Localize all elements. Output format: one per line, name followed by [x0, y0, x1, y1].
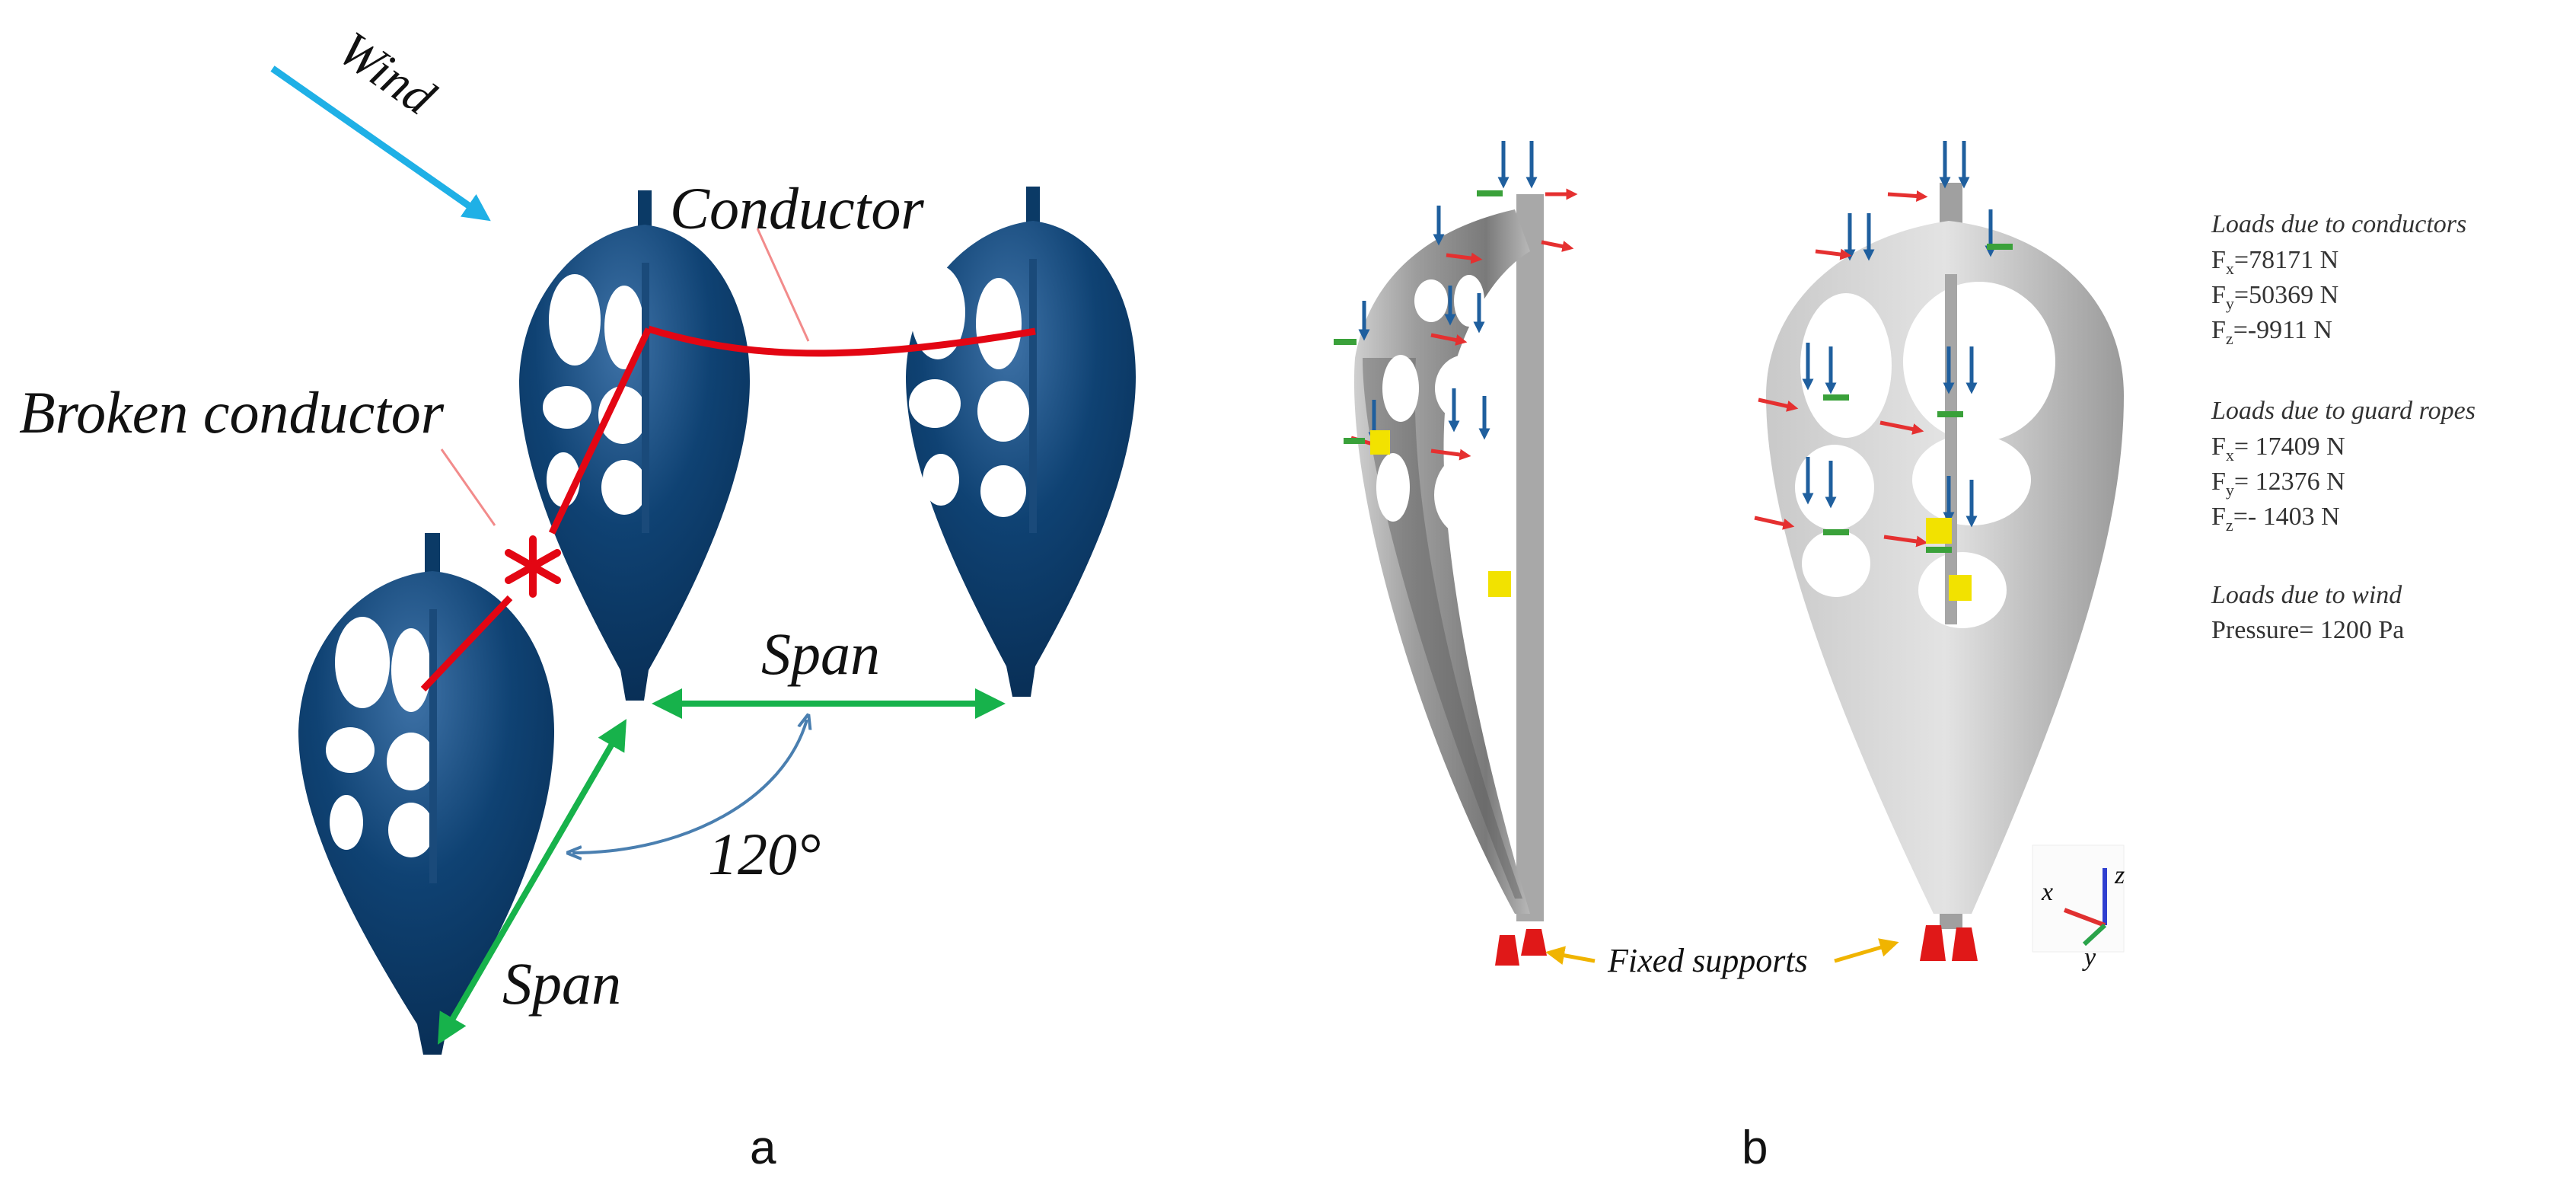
caption-a: a: [750, 1122, 776, 1174]
loads-conductors-fx: Fx=78171 N: [2211, 246, 2338, 278]
fixed-support-arrow-left: [1545, 946, 1596, 965]
span-label-top: Span: [761, 621, 880, 687]
conductor-label: Conductor: [670, 175, 924, 241]
conductor-leader: [756, 228, 810, 342]
tower-right: [906, 187, 1136, 697]
fixed-supports-label: Fixed supports: [1607, 942, 1808, 979]
axis-triad: z x y: [2032, 844, 2125, 972]
break-asterisk: [505, 535, 561, 598]
loads-wind-pressure: Pressure= 1200 Pa: [2211, 616, 2404, 644]
wind-label: Wind: [328, 21, 445, 126]
axis-x-label: x: [2041, 878, 2053, 906]
loads-conductors-fy: Fy=50369 N: [2211, 281, 2338, 313]
loads-guard-ropes-fz: Fz=- 1403 N: [2211, 503, 2340, 535]
panel-a: Wind: [19, 21, 1136, 1174]
angle-arc: [572, 720, 807, 853]
fea-model-front: [1754, 141, 2124, 961]
panel-b: Fixed supports z x y Loads due to conduc…: [1334, 141, 2476, 1174]
loads-conductors-title: Loads due to conductors: [2211, 210, 2466, 238]
loads-guard-ropes-title: Loads due to guard ropes: [2211, 397, 2476, 425]
conductor-line: [647, 325, 1036, 357]
angle-label: 120°: [708, 821, 821, 887]
loads-guard-ropes-fx: Fx= 17409 N: [2211, 433, 2345, 465]
caption-b: b: [1742, 1122, 1768, 1174]
fixed-support-arrow-right: [1834, 938, 1899, 963]
broken-conductor-line: [420, 327, 652, 692]
wind-arrow: [270, 65, 491, 222]
broken-conductor-leader: [440, 449, 496, 526]
fea-model-side: [1334, 141, 1578, 966]
axis-z-label: z: [2114, 861, 2125, 889]
axis-y-label: y: [2082, 943, 2096, 972]
span-label-bottom: Span: [502, 950, 621, 1017]
loads-conductors-fz: Fz=-9911 N: [2211, 316, 2332, 348]
loads-wind-title: Loads due to wind: [2211, 581, 2402, 609]
loads-legend: Loads due to conductors Fx=78171 N Fy=50…: [2211, 210, 2476, 644]
loads-guard-ropes-fy: Fy= 12376 N: [2211, 468, 2345, 500]
tower-middle: [519, 190, 750, 701]
broken-conductor-label: Broken conductor: [19, 379, 445, 445]
